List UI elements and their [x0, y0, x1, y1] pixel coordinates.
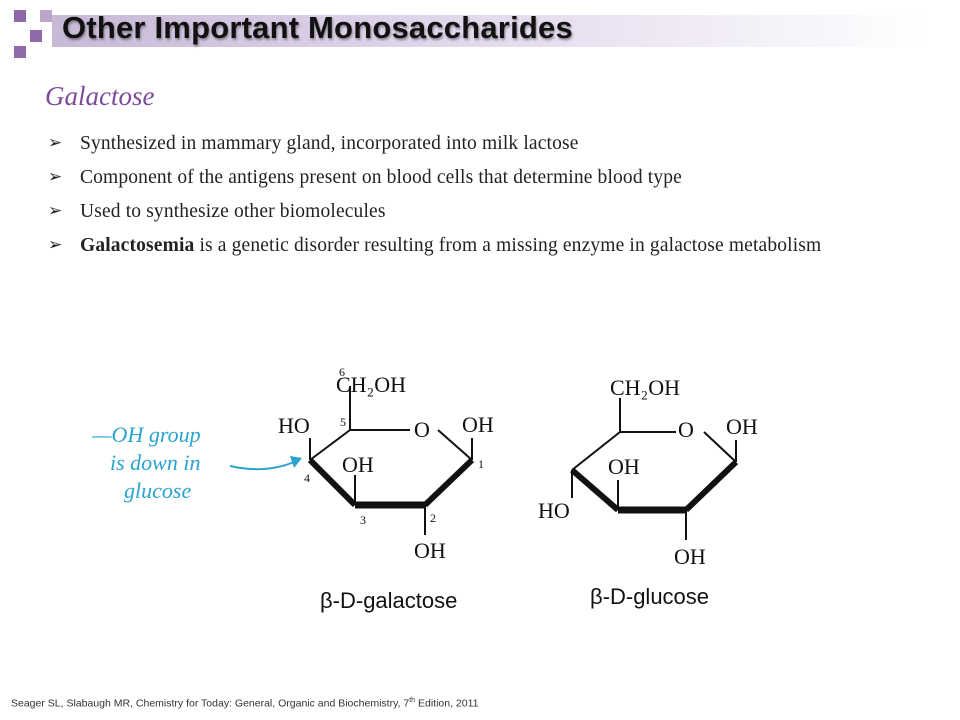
- carbon-number-1: 1: [478, 457, 484, 471]
- structure-figure: —OH group is down in glucose CH₂OH HO O …: [91, 365, 758, 613]
- bold-term: Galactosemia: [80, 235, 195, 256]
- glucose-caption: β-D-glucose: [590, 584, 709, 609]
- annotation-arrow: [229, 461, 295, 471]
- citation: Seager SL, Slabaugh MR, Chemistry for To…: [11, 697, 479, 710]
- arrow-bullet-icon: ➢: [48, 167, 63, 187]
- arrow-bullet-icon: ➢: [48, 235, 63, 255]
- decor-square-4: [40, 10, 52, 22]
- annotation-line-2: is down in: [110, 450, 200, 475]
- galactose-ch2oh: CH₂OH: [336, 372, 406, 397]
- galactose-oh-c1: OH: [462, 412, 494, 437]
- glucose-oh-c2: OH: [674, 544, 706, 569]
- bullet-item: ➢Galactosemia is a genetic disorder resu…: [46, 232, 926, 259]
- carbon-number-3: 3: [360, 513, 366, 527]
- annotation-arrowhead: [290, 456, 302, 468]
- annotation-line-3: glucose: [124, 478, 191, 503]
- glucose-ch2oh: CH₂OH: [610, 375, 680, 400]
- arrow-bullet-icon: ➢: [48, 133, 63, 153]
- bullet-item: ➢Component of the antigens present on bl…: [46, 164, 926, 191]
- bullet-list: ➢Synthesized in mammary gland, incorpora…: [46, 130, 926, 266]
- annotation-line-1: —OH group: [91, 422, 201, 447]
- title-bar: [52, 15, 932, 47]
- glucose-ring-oxygen: O: [678, 417, 694, 442]
- arrow-bullet-icon: ➢: [48, 201, 63, 221]
- bullet-item: ➢Used to synthesize other biomolecules: [46, 198, 926, 225]
- galactose-ho: HO: [278, 413, 310, 438]
- decor-square-3: [14, 46, 26, 58]
- galactose-ring-oxygen: O: [414, 417, 430, 442]
- galactose-oh-c3: OH: [342, 452, 374, 477]
- galactose-ring: [307, 386, 475, 535]
- bullet-item: ➢Synthesized in mammary gland, incorpora…: [46, 130, 926, 157]
- galactose-oh-c2: OH: [414, 538, 446, 563]
- carbon-number-5: 5: [340, 415, 346, 429]
- glucose-oh-c1: OH: [726, 414, 758, 439]
- carbon-number-4: 4: [304, 471, 310, 485]
- decor-square-2: [30, 30, 42, 42]
- decor-square-1: [14, 10, 26, 22]
- glucose-ring: [570, 398, 739, 540]
- glucose-oh-c3: OH: [608, 454, 640, 479]
- carbon-number-6: 6: [339, 365, 345, 379]
- slide-subtitle: Galactose: [45, 81, 155, 111]
- slide-title: Other Important Monosaccharides: [62, 10, 573, 45]
- carbon-number-2: 2: [430, 511, 436, 525]
- galactose-caption: β-D-galactose: [320, 588, 457, 613]
- glucose-ho-c4: HO: [538, 498, 570, 523]
